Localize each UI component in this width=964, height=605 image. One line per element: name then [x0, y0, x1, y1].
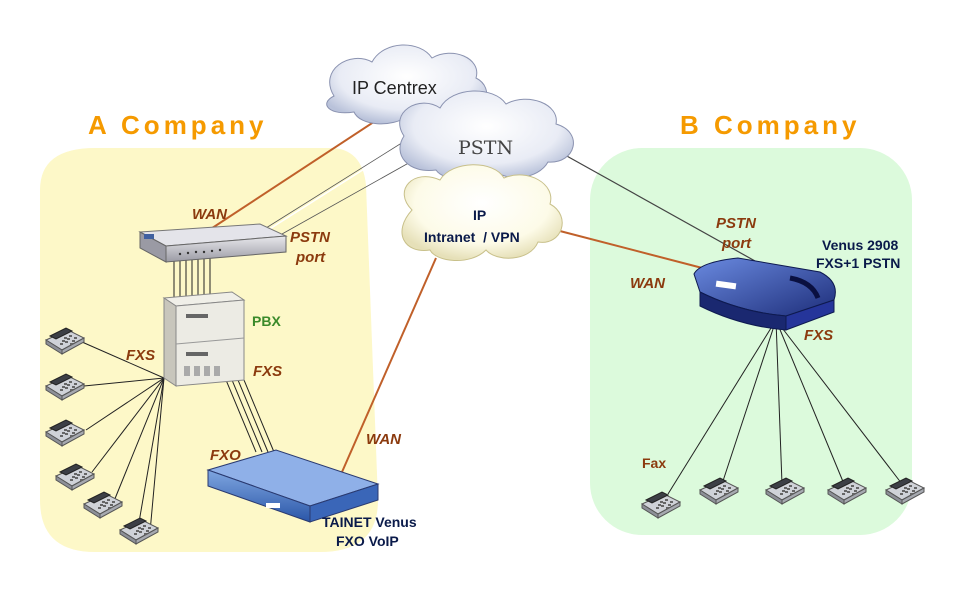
fxo-label: FXO — [210, 447, 241, 464]
fxs-left-label: FXS — [126, 347, 155, 364]
fxs-b-label: FXS — [804, 327, 833, 344]
ip-intranet-label-2: Intranet / VPN — [424, 229, 520, 245]
ip-intranet-cloud: IP Intranet / VPN — [401, 164, 563, 262]
tainet-gateway-device — [206, 449, 380, 523]
pstn-line-router-1-dark — [265, 138, 409, 229]
wan-router-label: WAN — [192, 206, 228, 223]
b-company-zone-shape — [590, 148, 912, 535]
pbx-device — [162, 291, 246, 387]
fxs-pbx-label: FXS — [253, 363, 282, 380]
ip-intranet-label-1: IP — [473, 207, 486, 223]
b-company-zone — [590, 148, 912, 535]
pstn-line-venus — [555, 149, 765, 267]
pstn-port-b-label-2: port — [721, 235, 752, 252]
tainet-label-1: TAINET Venus — [322, 514, 417, 530]
pstn-port-b-label-1: PSTN — [716, 215, 757, 232]
pstn-cloud: PSTN — [399, 90, 574, 181]
pstn-line-router-1 — [267, 139, 411, 231]
wan-b-label: WAN — [630, 275, 666, 292]
diagram-labels: WAN PSTN port PBX FXS FXS FXO WAN TAINET… — [126, 206, 900, 549]
wan-line-gateway — [341, 257, 437, 473]
router-device — [138, 223, 288, 263]
pbx-label: PBX — [252, 313, 281, 329]
venus-2908-device — [693, 257, 836, 331]
pstn-label: PSTN — [458, 137, 513, 159]
pstn-port-a-label-1: PSTN — [290, 229, 331, 246]
pstn-line-router-2 — [281, 159, 415, 235]
b-company-title: B Company — [680, 110, 860, 140]
tainet-label-2: FXO VoIP — [336, 533, 399, 549]
wan-line-venus — [555, 229, 711, 271]
fax-label: Fax — [642, 455, 666, 471]
ip-centrex-label: IP Centrex — [352, 78, 437, 98]
wan-line-router-centrex — [199, 109, 393, 237]
venus-label-1: Venus 2908 — [822, 237, 898, 253]
venus-label-2: FXS+1 PSTN — [816, 255, 900, 271]
wan-gateway-label: WAN — [366, 431, 402, 448]
pstn-port-a-label-2: port — [295, 249, 326, 266]
a-company-title: A Company — [88, 110, 268, 140]
connection-lines — [81, 109, 903, 533]
